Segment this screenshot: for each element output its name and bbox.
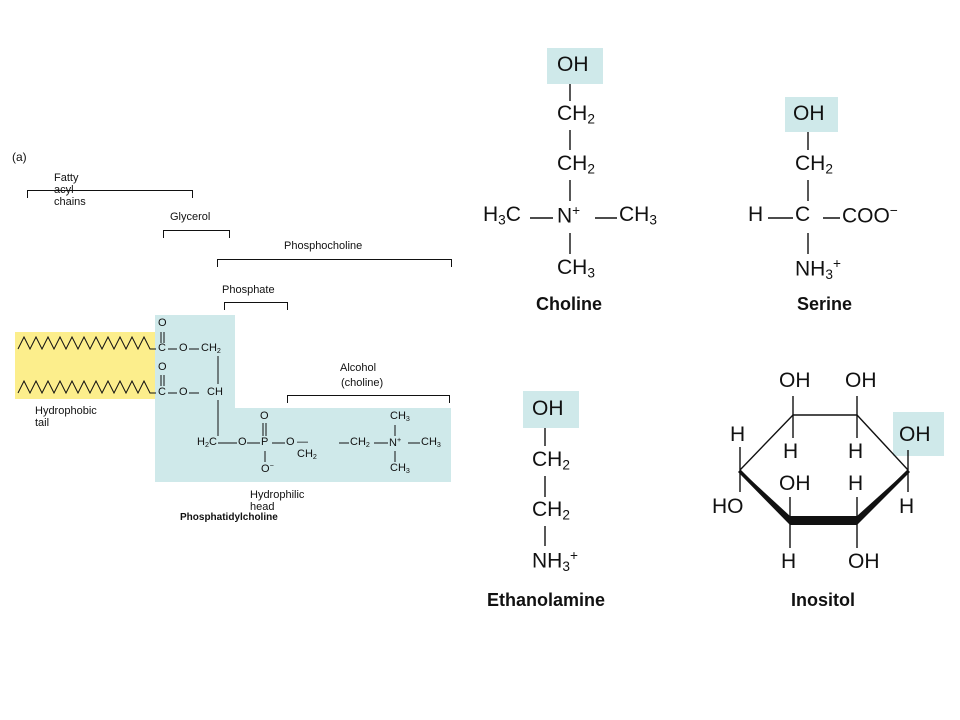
serine-ch2: CH2	[795, 152, 833, 177]
serine-oh-highlight	[785, 97, 838, 132]
ester1-o: O	[158, 317, 167, 329]
serine-c: C	[795, 203, 811, 226]
inositol-right-wedge	[857, 470, 910, 525]
choline-ch2-a: —CH2	[297, 436, 317, 461]
choline-n: N+	[557, 203, 581, 228]
serine-h: H	[748, 203, 764, 226]
choline-h3c: H3C	[483, 203, 521, 228]
ethanolamine-ch2-1: CH2	[532, 448, 570, 473]
glycerol-bracket	[163, 230, 230, 238]
ethanolamine-nh3: NH3+	[532, 548, 578, 574]
choline-oh: OH	[557, 53, 589, 76]
hydrophobic-tail-region	[15, 332, 155, 399]
glycerol-ch: CH	[207, 386, 223, 398]
phosphate-label: Phosphate	[222, 284, 275, 296]
inositol-oh-top-right: OH	[845, 369, 877, 392]
inositol-oh-inner: OH	[779, 472, 811, 495]
phosphatidylcholine-name: Phosphatidylcholine	[180, 512, 278, 523]
serine-coo: COO−	[842, 203, 898, 228]
ethanolamine-ch2-2: CH2	[532, 498, 570, 523]
fatty-acyl-chain-2	[17, 379, 156, 395]
inositol-h-left-top: H	[730, 423, 746, 446]
inositol-oh-top-left: OH	[779, 369, 811, 392]
hydrophilic-head-region	[155, 315, 235, 482]
alcohol-label: Alcohol	[340, 362, 377, 374]
ethanolamine-oh: OH	[532, 397, 564, 420]
ester1-o2: O	[179, 342, 188, 354]
inositol-oh-bottom: OH	[848, 550, 880, 573]
inositol-left-wedge	[738, 470, 790, 525]
phosphate-p: P	[261, 436, 269, 448]
choline-ch2-2: CH2	[557, 152, 595, 177]
phosphocholine-label: Phosphocholine	[284, 240, 363, 252]
inositol-h-inner-2: H	[848, 440, 864, 463]
phosphate-o-bottom: O−	[261, 462, 274, 475]
phosphate-o-right: O	[286, 436, 295, 448]
inositol-h-inner-3: H	[848, 472, 864, 495]
choline-ch3-top: CH3	[390, 410, 410, 423]
inositol-ho-left: HO	[712, 495, 744, 518]
inositol-oh-highlight	[893, 412, 944, 456]
ethanolamine-oh-highlight	[523, 391, 579, 428]
hydrophobic-tail-label: Hydrophobic tail	[35, 405, 97, 429]
choline-ch3-right: CH3	[421, 436, 441, 449]
glycerol-h2c: H2C	[197, 436, 217, 449]
choline-ch2-1: CH2	[557, 102, 595, 127]
choline-ch3-bottom: CH3	[557, 256, 595, 281]
panel-label: (a)	[12, 150, 27, 164]
ester2-o2: O	[179, 386, 188, 398]
fatty-acyl-chain-1	[17, 335, 156, 351]
hydrophilic-head-label: Hydrophilic head	[250, 489, 305, 513]
glycerol-label: Glycerol	[170, 211, 211, 223]
phosphate-o-left: O	[238, 436, 247, 448]
hydrophilic-head-region-right	[235, 408, 451, 482]
phosphate-o-top: O	[260, 410, 269, 422]
ester2-c: C	[158, 386, 166, 398]
ester1-c: C	[158, 342, 166, 354]
fatty-acyl-chains-bracket	[27, 190, 193, 198]
ethanolamine-name: Ethanolamine	[487, 590, 606, 610]
choline-ch3-right: CH3	[619, 203, 657, 228]
inositol-name: Inositol	[791, 590, 855, 610]
choline-ch3-bottom: CH3	[390, 462, 410, 475]
serine-name: Serine	[797, 294, 853, 314]
choline-oh-highlight	[547, 48, 603, 84]
alcohol-bracket	[287, 395, 450, 403]
phosphocholine-bracket	[217, 259, 452, 267]
choline-n: N+	[389, 436, 402, 449]
serine-nh3: NH3+	[795, 256, 841, 282]
choline-ch2-b: CH2	[350, 436, 370, 449]
ester2-o: O	[158, 361, 167, 373]
inositol-front-edge	[790, 516, 857, 525]
serine-oh: OH	[793, 102, 825, 125]
inositol-h-inner-1: H	[783, 440, 799, 463]
alcohol-sub-label: (choline)	[341, 377, 384, 389]
glycerol-ch2-top: CH2	[201, 342, 221, 355]
inositol-oh-right: OH	[899, 423, 931, 446]
choline-name: Choline	[536, 294, 602, 314]
inositol-h-bottom: H	[781, 550, 797, 573]
inositol-h-right-bottom: H	[899, 495, 915, 518]
phosphate-bracket	[224, 302, 288, 310]
